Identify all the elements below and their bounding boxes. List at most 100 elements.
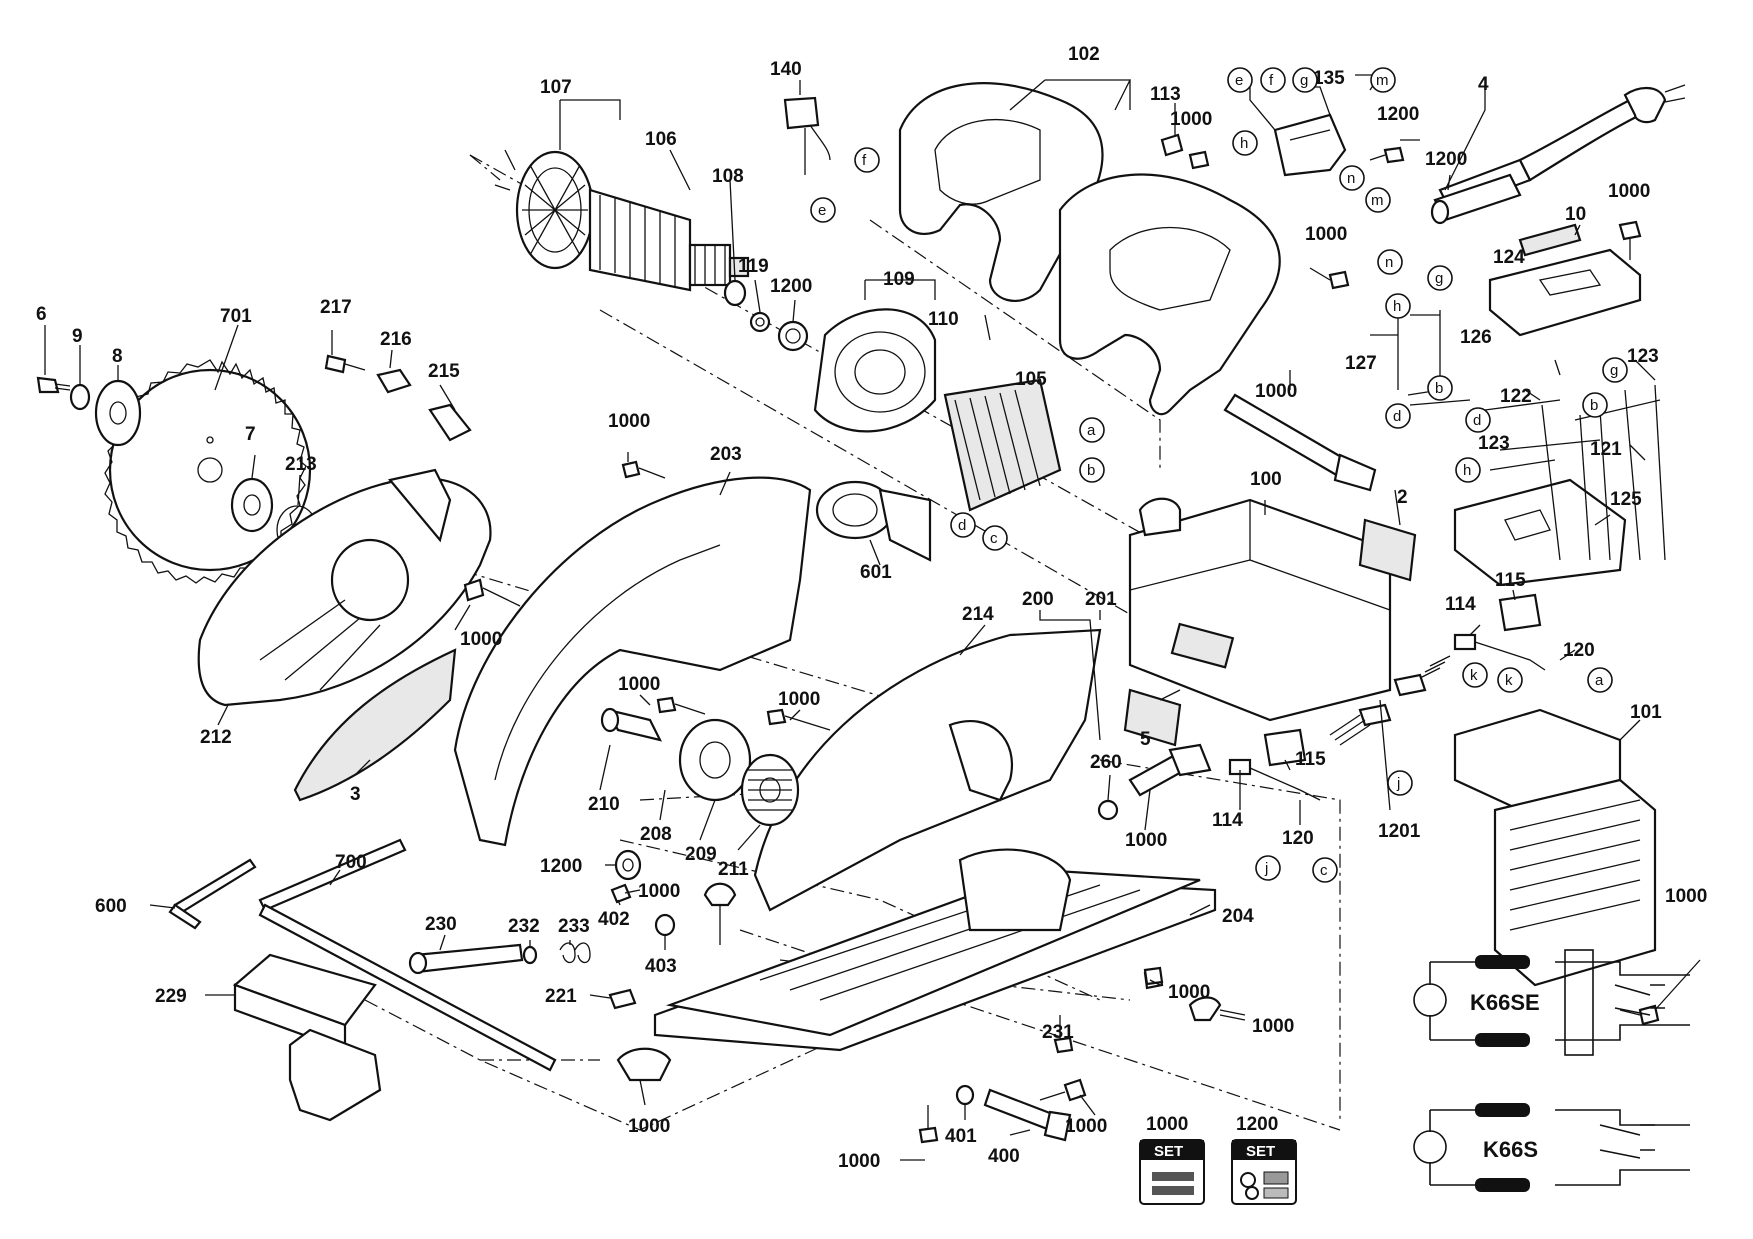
rod-1000 (1223, 393, 1377, 492)
label-200: 200 (1022, 589, 1054, 610)
connector-b1: b (1427, 375, 1453, 401)
label-114b: 114 (1212, 810, 1243, 831)
label-701: 701 (220, 306, 252, 327)
connector-h3: h (1455, 457, 1481, 483)
label-115a: 115 (1495, 570, 1526, 591)
label-6: 6 (36, 304, 47, 325)
set-number-1000: 1000 (1146, 1114, 1188, 1135)
bearing-1200 (777, 320, 809, 352)
label-1000-handle: 1000 (1305, 224, 1347, 245)
label-229: 229 (155, 986, 187, 1007)
label-1000-210: 1000 (618, 674, 660, 695)
label-1000-400: 1000 (1065, 1116, 1107, 1137)
label-109: 109 (883, 269, 915, 290)
svg-text:n: n (1347, 170, 1355, 187)
label-135: 135 (1313, 68, 1345, 89)
label-700: 700 (335, 852, 367, 873)
connector-m2: m (1365, 187, 1391, 213)
connector-c2: c (1312, 857, 1338, 883)
bearing-108 (723, 279, 747, 307)
label-sticker-2 (1358, 518, 1417, 582)
label-1000-bot: 1000 (1252, 1016, 1294, 1037)
svg-text:j: j (1264, 860, 1268, 877)
label-7: 7 (245, 424, 256, 445)
connector-j1: j (1387, 770, 1413, 796)
label-233: 233 (558, 916, 590, 937)
switch-135 (1273, 113, 1347, 177)
upper-guard-203 (453, 476, 812, 847)
connector-g3: g (1602, 357, 1628, 383)
label-105: 105 (1015, 369, 1047, 390)
label-211: 211 (718, 859, 749, 880)
screw-217 (324, 354, 366, 374)
label-9: 9 (72, 326, 83, 347)
label-221: 221 (545, 986, 577, 1007)
label-125: 125 (1610, 489, 1642, 510)
label-1200-mid: 1200 (540, 856, 582, 877)
connector-m1: m (1370, 67, 1396, 93)
bolt-1000-right (1188, 996, 1246, 1022)
schematic-title-k66s: K66S (1483, 1137, 1538, 1162)
svg-text:h: h (1463, 462, 1471, 479)
set-badge-text-1200: SET (1246, 1143, 1275, 1160)
label-123a: 123 (1627, 346, 1659, 367)
washer-232 (522, 945, 538, 965)
motor-housing-100 (1128, 497, 1392, 722)
label-204: 204 (1222, 906, 1254, 927)
electronics-board-125 (1453, 478, 1627, 587)
connector-b3: b (1582, 392, 1608, 418)
label-217: 217 (320, 297, 352, 318)
screw-1000-208 (766, 708, 831, 731)
label-401: 401 (945, 1126, 977, 1147)
label-208: 208 (640, 824, 672, 845)
svg-text:c: c (990, 530, 998, 547)
schematic-k66s: K66S (1413, 1103, 1690, 1192)
label-3: 3 (350, 784, 361, 805)
bolt-400 (983, 1088, 1072, 1142)
spring-233 (559, 942, 591, 964)
label-214: 214 (962, 604, 994, 625)
connector-c1: c (982, 525, 1008, 551)
svg-text:m: m (1371, 192, 1384, 209)
label-10 (1518, 223, 1582, 257)
connector-115-lower (1263, 728, 1307, 767)
connector-a1: a (1079, 417, 1105, 443)
schematic-title-k66se: K66SE (1470, 990, 1540, 1015)
svg-text:d: d (1393, 408, 1401, 425)
connector-letters: f e e f g m h n m n g h b d a b d c g d … (810, 67, 1628, 883)
connector-e1: e (810, 197, 836, 223)
connector-d3: d (1465, 407, 1491, 433)
label-1200-top: 1200 (1377, 104, 1419, 125)
label-601: 601 (860, 562, 892, 583)
svg-text:j: j (1396, 775, 1400, 792)
connector-115-upper (1498, 593, 1542, 632)
label-114a: 114 (1445, 594, 1476, 615)
svg-text:d: d (1473, 412, 1481, 429)
label-209: 209 (685, 844, 717, 865)
label-101: 101 (1630, 702, 1662, 723)
svg-text:e: e (818, 202, 826, 219)
case-229 (232, 953, 382, 1122)
wires (1397, 300, 1666, 561)
label-232: 232 (508, 916, 540, 937)
connector-e2: e (1227, 67, 1253, 93)
handle-half-other (1058, 173, 1281, 416)
label-400: 400 (988, 1146, 1020, 1167)
svg-text:f: f (1269, 72, 1274, 89)
svg-text:g: g (1300, 72, 1308, 89)
depth-adjust-201 (948, 719, 1013, 802)
label-1200-119: 1200 (770, 276, 812, 297)
label-231: 231 (1042, 1022, 1074, 1043)
svg-text:h: h (1393, 298, 1401, 315)
cover-124 (1488, 248, 1642, 337)
screw-1000-400 (1039, 1078, 1087, 1102)
connector-n2: n (1377, 249, 1403, 275)
label-203: 203 (710, 444, 742, 465)
label-402: 402 (598, 909, 630, 930)
clip-216 (376, 368, 412, 394)
field-coil-105 (943, 378, 1062, 512)
screw-1000-bottom (918, 1105, 939, 1144)
label-120b: 120 (1282, 828, 1314, 849)
svg-text:b: b (1087, 462, 1095, 479)
